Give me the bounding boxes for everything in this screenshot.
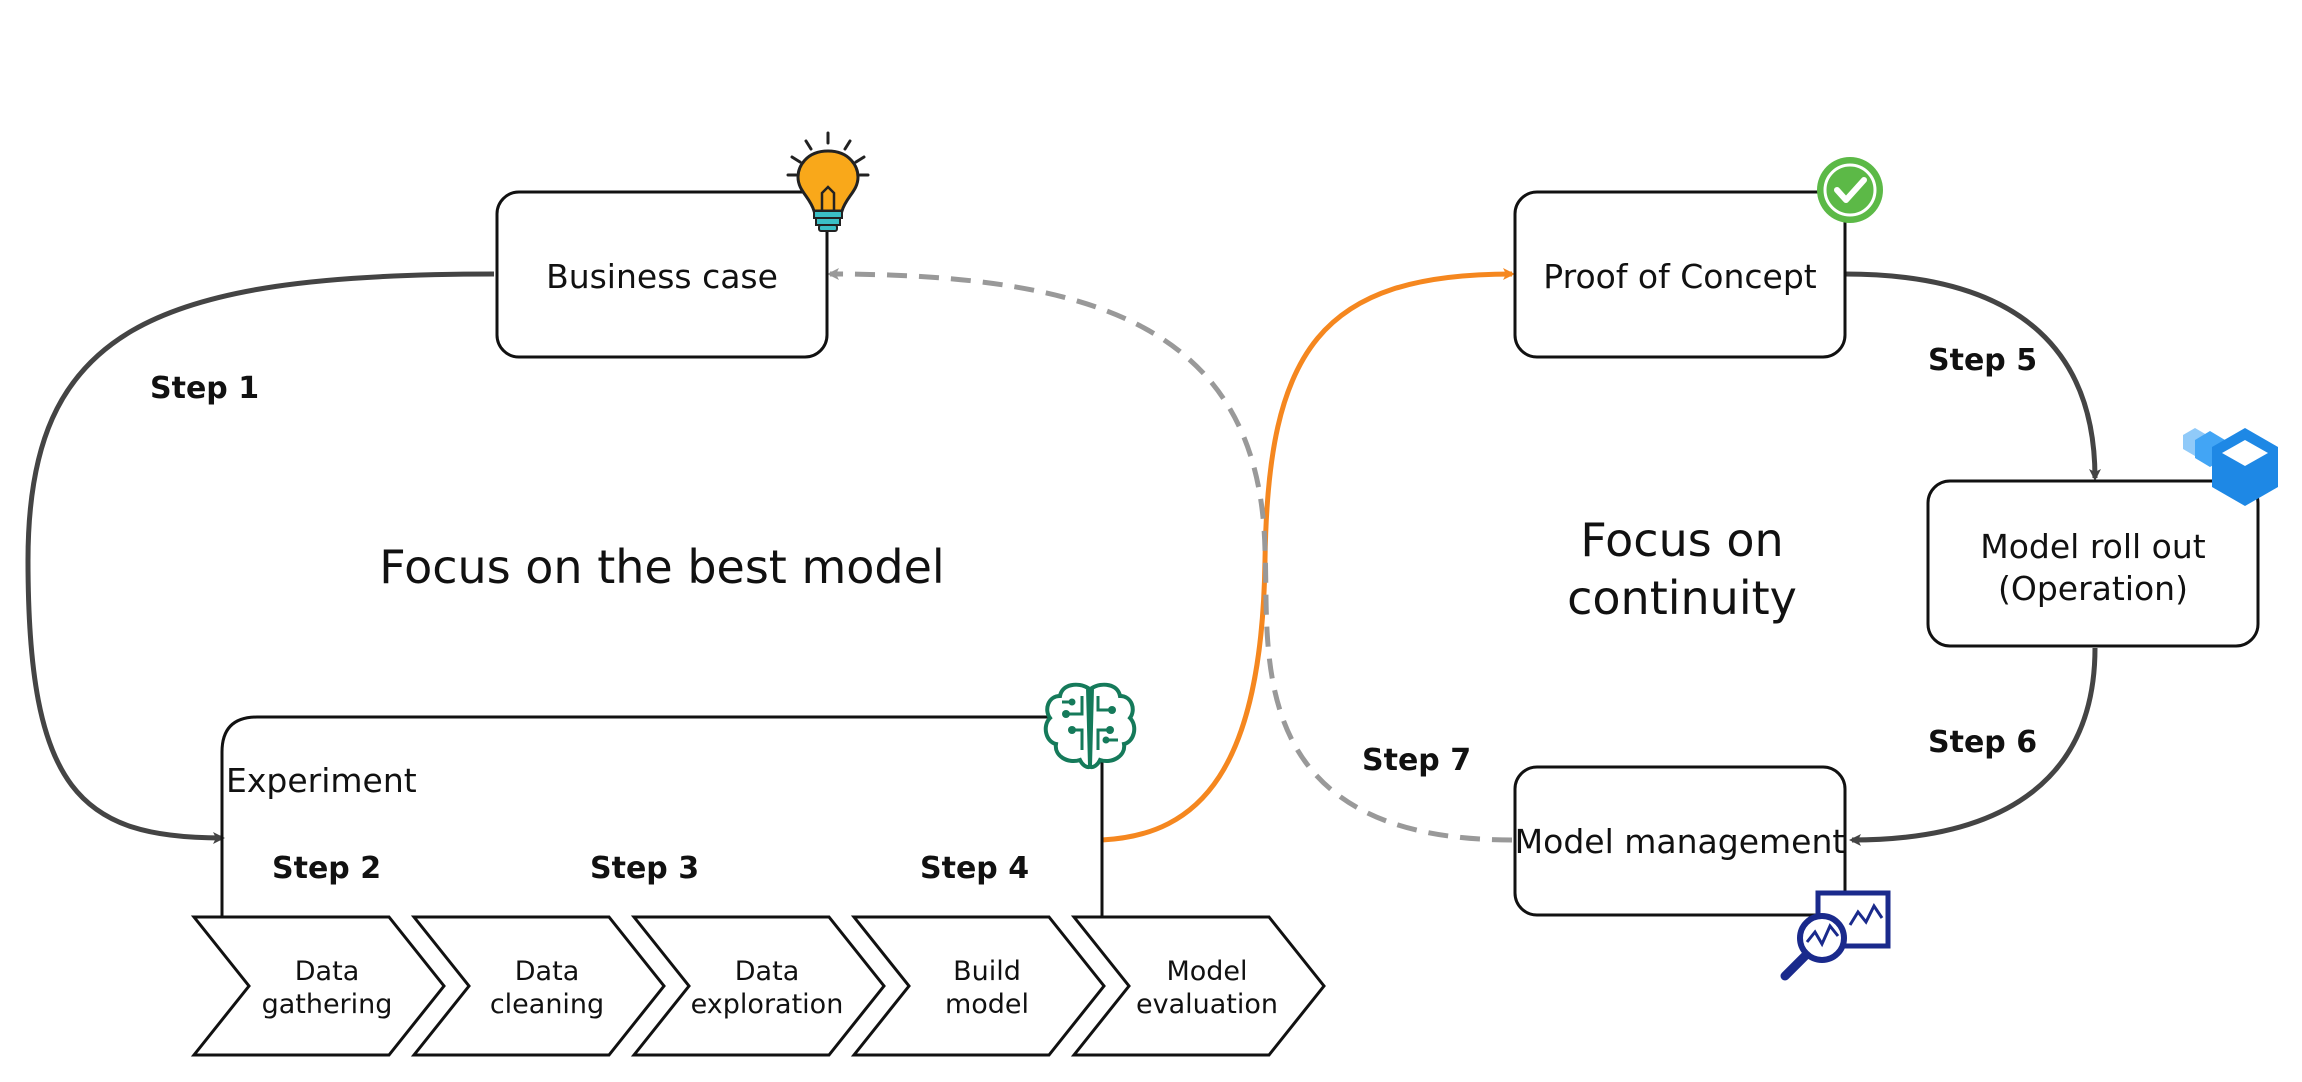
lightbulb-icon: [786, 131, 870, 232]
model-rollout-label-2: (Operation): [1998, 569, 2188, 608]
chevron-label-2-2: cleaning: [490, 989, 604, 1020]
monitoring-magnifier-icon: [1780, 890, 1891, 981]
proof-of-concept-label: Proof of Concept: [1543, 257, 1816, 296]
chevron-label-1-2: gathering: [262, 989, 393, 1020]
model-rollout-label-1: Model roll out: [1980, 527, 2206, 566]
chevron-label-5-1: Model: [1166, 956, 1247, 987]
chevron-step-2[interactable]: [410, 915, 666, 1057]
step-6-label: Step 6: [1928, 725, 2037, 760]
process-chevrons: DatagatheringDatacleaningDataexploration…: [190, 915, 1326, 1057]
chevron-step-3[interactable]: [630, 915, 886, 1057]
chevron-label-4-1: Build: [953, 956, 1021, 987]
step-3-label: Step 3: [590, 851, 699, 886]
business-case-box[interactable]: [495, 190, 829, 359]
business-case-label: Business case: [546, 257, 778, 296]
chevron-label-2-1: Data: [515, 956, 579, 987]
arrow-step-5: [1844, 271, 2101, 481]
step-7-label: Step 7: [1362, 743, 1471, 778]
model-management-box[interactable]: [1513, 765, 1847, 917]
step-5-label: Step 5: [1928, 343, 2037, 378]
step-2-label: Step 2: [272, 851, 381, 886]
model-rollout-box[interactable]: [1926, 479, 2260, 648]
focus-best-model: Focus on the best model: [379, 540, 944, 594]
chevron-label-3-1: Data: [735, 956, 799, 987]
arrow-step-1: [25, 271, 495, 844]
chevron-step-1[interactable]: [190, 915, 446, 1057]
arrow-step-6: [1849, 647, 2098, 846]
arrow-step-7-dashed: [827, 268, 1513, 843]
chevron-step-5[interactable]: [1070, 915, 1326, 1057]
checkmark-icon: [1817, 157, 1883, 223]
chevron-step-4[interactable]: [850, 915, 1106, 1057]
chevron-label-3-2: exploration: [691, 989, 844, 1020]
step-1-label: Step 1: [150, 371, 259, 406]
cube-icon: [2183, 428, 2278, 506]
brain-circuit-icon: [1043, 682, 1137, 770]
chevron-label-4-2: model: [945, 989, 1029, 1020]
experiment-label: Experiment: [226, 761, 417, 800]
chevron-label-5-2: evaluation: [1136, 989, 1278, 1020]
focus-continuity-line-1: Focus on: [1580, 513, 1783, 567]
model-management-label: Model management: [1515, 822, 1846, 861]
proof-of-concept-box[interactable]: [1513, 190, 1847, 359]
focus-continuity-line-2: continuity: [1567, 571, 1797, 625]
experiment-box[interactable]: [220, 715, 1104, 920]
chevron-label-1-1: Data: [295, 956, 359, 987]
step-4-label: Step 4: [920, 851, 1029, 886]
